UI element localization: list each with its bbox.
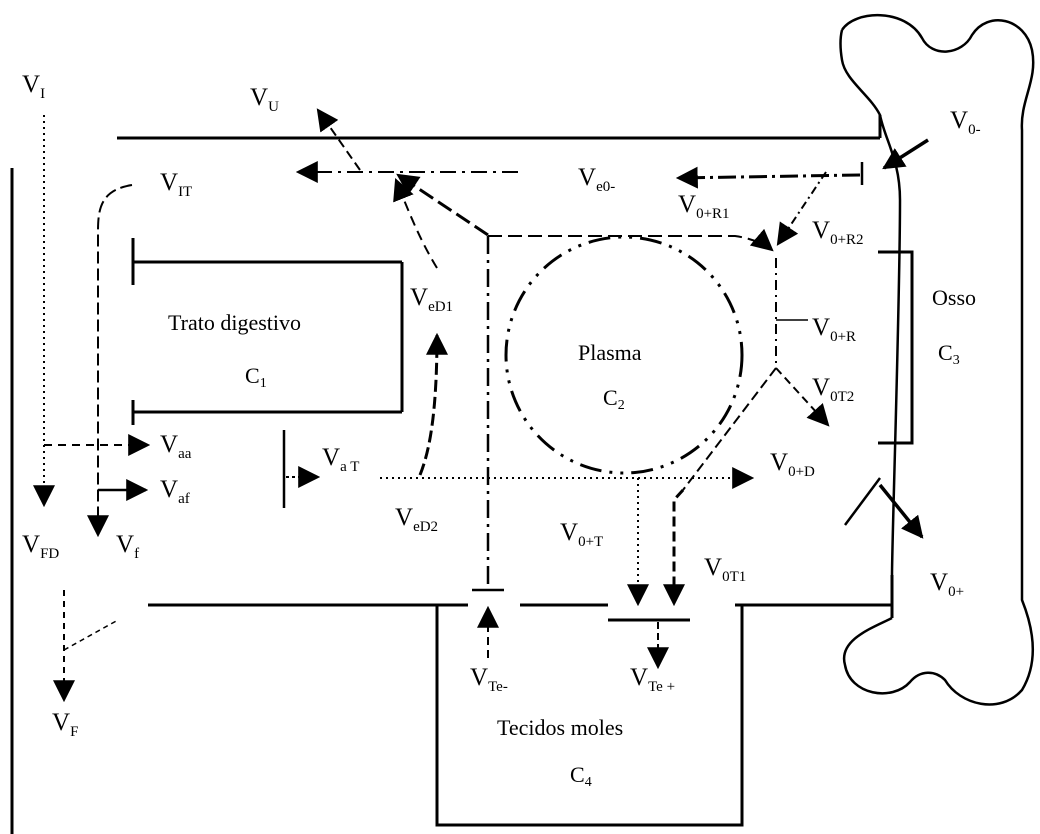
label-ve0-minus: Ve0- — [578, 164, 615, 195]
label-vf-faeces: VF — [52, 709, 78, 740]
label-vi: VI — [22, 71, 45, 102]
label-vaa: Vaa — [160, 431, 192, 462]
flow-faeces-branch — [63, 619, 119, 651]
label-vte-minus: VTe- — [470, 664, 508, 695]
label-v0t2: V0T2 — [812, 374, 854, 405]
flow-e0 — [675, 166, 861, 189]
bone-shape — [839, 13, 1035, 706]
body-boundary — [10, 115, 894, 834]
flow-0-minus — [882, 138, 929, 170]
label-vaf: Vaf — [160, 476, 190, 507]
label-v0d: V0+D — [770, 449, 815, 480]
flow-plasma-excretion — [396, 173, 489, 237]
label-vat: Va T — [322, 444, 359, 475]
digestive-code: C1 — [245, 363, 267, 391]
label-v0-minus: V0- — [950, 107, 981, 138]
label-v0t1: V0T1 — [704, 554, 746, 585]
label-v0-plus: V0+ — [930, 569, 964, 600]
label-v0t: V0+T — [560, 519, 603, 550]
soft-tissue-box — [435, 605, 744, 827]
flow-urine — [316, 108, 361, 171]
label-vf: Vf — [116, 531, 139, 562]
flow-0t1 — [663, 488, 685, 607]
label-v0r1: V0+R1 — [678, 191, 730, 222]
label-vte-plus: VTe + — [630, 664, 675, 695]
label-vu: VU — [250, 84, 279, 115]
bone-code: C3 — [938, 340, 960, 368]
flow-0r1 — [488, 228, 774, 252]
flow-0r-diag — [682, 367, 777, 491]
label-v0r: V0+R — [812, 314, 856, 345]
label-v0r2: V0+R2 — [812, 217, 864, 248]
flow-ed2 — [418, 332, 448, 476]
flow-0-plus-bar — [843, 477, 882, 526]
flow-0-plus — [878, 483, 924, 539]
flow-ed1 — [393, 177, 438, 269]
soft-tissue-code: C4 — [570, 762, 592, 790]
digestive-tract-box — [131, 238, 404, 425]
label-ved1: VeD1 — [410, 284, 453, 315]
digestive-title: Trato digestivo — [168, 310, 301, 335]
flow-0r2 — [776, 171, 827, 246]
soft-tissue-title: Tecidos moles — [497, 715, 623, 740]
plasma-title: Plasma — [578, 340, 642, 365]
flow-ingested-transfer — [87, 184, 133, 538]
label-vfd: VFD — [22, 531, 59, 562]
plasma-circle — [504, 235, 744, 475]
plasma-code: C2 — [603, 385, 625, 413]
bone-title: Osso — [932, 285, 976, 310]
label-vit: VIT — [160, 169, 192, 200]
label-ved2: VeD2 — [395, 504, 438, 535]
